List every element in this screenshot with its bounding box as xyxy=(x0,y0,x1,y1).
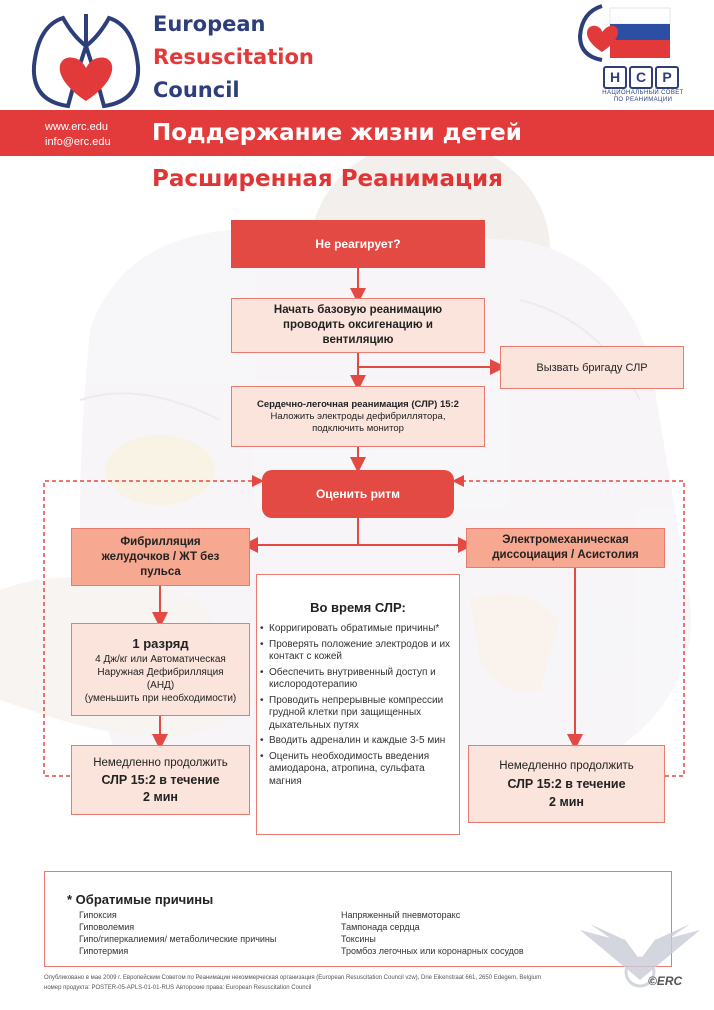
list-item: Напряженный пневмоторакс xyxy=(341,910,461,920)
continue-line: Немедленно продолжить xyxy=(93,756,228,769)
list-item: Гипо/гиперкалиемия/ метаболические причи… xyxy=(79,934,277,944)
list-item: Обеспечить внутривенный доступ и кислоро… xyxy=(260,667,459,692)
unresponsive-box: Не реагирует? xyxy=(231,220,485,268)
bls-line: проводить оксигенацию и xyxy=(283,319,433,331)
watermark-label: ©ERC xyxy=(648,974,683,988)
shock-line: Наружная Дефибрилляция xyxy=(97,666,224,678)
continue-line: Немедленно продолжить xyxy=(499,760,634,772)
shockable-box: Фибрилляция желудочков / ЖТ без пульса xyxy=(71,528,250,586)
call-team-label: Вызвать бригаду СЛР xyxy=(536,361,648,374)
list-item: Корригировать обратимые причины* xyxy=(260,623,459,636)
continue-cpr-right-box: Немедленно продолжить СЛР 15:2 в течение… xyxy=(468,745,665,823)
email-link[interactable]: info@erc.edu xyxy=(45,136,111,148)
list-item: Гипотермия xyxy=(79,946,129,956)
unresponsive-label: Не реагирует? xyxy=(315,237,401,251)
reversible-causes-title: * Обратимые причины xyxy=(67,892,214,907)
shock-title: 1 разряд xyxy=(132,635,189,651)
assess-rhythm-label: Оценить ритм xyxy=(315,487,401,501)
nonshockable-line: диссоциация / Асистолия xyxy=(492,549,639,561)
bls-line: Начать базовую реанимацию xyxy=(273,304,443,316)
nonshockable-line: Электромеханическая xyxy=(502,534,629,546)
title-band xyxy=(0,110,714,156)
cpr-line: подключить монитор xyxy=(312,422,404,434)
shockable-line: пульса xyxy=(140,565,181,578)
continue-line: СЛР 15:2 в течение xyxy=(101,772,220,787)
reversible-causes-left: Гипоксия Гиповолемия Гипо/гиперкалиемия/… xyxy=(79,909,276,957)
assess-rhythm-box: Оценить ритм xyxy=(262,470,454,518)
shock-line: (уменьшить при необходимости) xyxy=(84,692,237,704)
shockable-line: желудочков / ЖТ без xyxy=(101,550,220,563)
erc-logo xyxy=(31,14,141,109)
nsr-caption-line: НАЦИОНАЛЬНЫЙ СОВЕТ xyxy=(602,90,684,96)
nsr-letter: Н xyxy=(603,66,627,89)
nonshockable-box: Электромеханическая диссоциация / Асисто… xyxy=(466,528,665,568)
website-link[interactable]: www.erc.edu xyxy=(45,121,108,133)
list-item: Гипоксия xyxy=(79,910,117,920)
nsr-letters: Н С Р xyxy=(603,66,679,89)
page-subtitle: Расширенная Реанимация xyxy=(152,166,503,192)
call-team-box: Вызвать бригаду СЛР xyxy=(500,346,684,389)
bls-box: Начать базовую реанимацию проводить окси… xyxy=(231,298,485,353)
org-name-line3: Council xyxy=(153,78,240,102)
nsr-caption-line: ПО РЕАНИМАЦИИ xyxy=(613,97,673,103)
during-cpr-title: Во время СЛР: xyxy=(310,600,406,615)
during-cpr-box: Во время СЛР: Корригировать обратимые пр… xyxy=(256,574,460,835)
list-item: Оценить необходимость введения амиодарон… xyxy=(260,751,459,789)
shock-line: 4 Дж/кг или Автоматическая xyxy=(95,653,226,665)
continue-cpr-left-box: Немедленно продолжить СЛР 15:2 в течение… xyxy=(71,745,250,815)
list-item: Проверять положение электродов и их конт… xyxy=(260,639,459,664)
list-item: Вводить адреналин и каждые 3-5 мин xyxy=(260,735,459,748)
org-name-line2: Resuscitation xyxy=(153,45,314,69)
contacts: www.erc.edu info@erc.edu xyxy=(45,120,111,150)
page-title: Поддержание жизни детей xyxy=(152,120,522,146)
reversible-causes-right: Напряженный пневмоторакс Тампонада сердц… xyxy=(341,909,524,957)
nsr-letter: Р xyxy=(655,66,679,89)
shockable-line: Фибрилляция xyxy=(120,535,201,548)
shock-box: 1 разряд 4 Дж/кг или Автоматическая Нару… xyxy=(71,623,250,716)
list-item: Проводить непрерывные компрессии грудной… xyxy=(260,695,459,733)
nsr-caption: НАЦИОНАЛЬНЫЙ СОВЕТ ПО РЕАНИМАЦИИ xyxy=(598,90,688,104)
org-name-line1: European xyxy=(153,12,266,36)
bls-line: вентиляцию xyxy=(322,334,394,346)
cpr-box: Сердечно-легочная реанимация (СЛР) 15:2 … xyxy=(231,386,485,447)
nsr-letter: С xyxy=(629,66,653,89)
watermark-wings-icon xyxy=(580,924,700,988)
during-cpr-list: Корригировать обратимые причины* Проверя… xyxy=(257,623,459,788)
continue-line: 2 мин xyxy=(143,789,178,804)
footer-line: Опубликовано в мае 2009 г. Европейским С… xyxy=(44,975,542,981)
shock-line: (АНД) xyxy=(146,679,175,691)
list-item: Тампонада сердца xyxy=(341,922,420,932)
list-item: Тромбоз легочных или коронарных сосудов xyxy=(341,946,524,956)
reversible-causes-box: * Обратимые причины Гипоксия Гиповолемия… xyxy=(44,871,672,967)
footer-line: номер продукта: POSTER-05-APLS-01-01-RUS… xyxy=(44,985,312,991)
list-item: Токсины xyxy=(341,934,376,944)
cpr-line: Наложить электроды дефибриллятора, xyxy=(270,410,446,422)
publication-footer: Опубликовано в мае 2009 г. Европейским С… xyxy=(44,973,684,993)
continue-line: 2 мин xyxy=(549,795,584,809)
nsr-logo xyxy=(577,4,671,62)
list-item: Гиповолемия xyxy=(79,922,135,932)
continue-line: СЛР 15:2 в течение xyxy=(507,777,626,791)
cpr-title: Сердечно-легочная реанимация (СЛР) 15:2 xyxy=(257,398,459,410)
